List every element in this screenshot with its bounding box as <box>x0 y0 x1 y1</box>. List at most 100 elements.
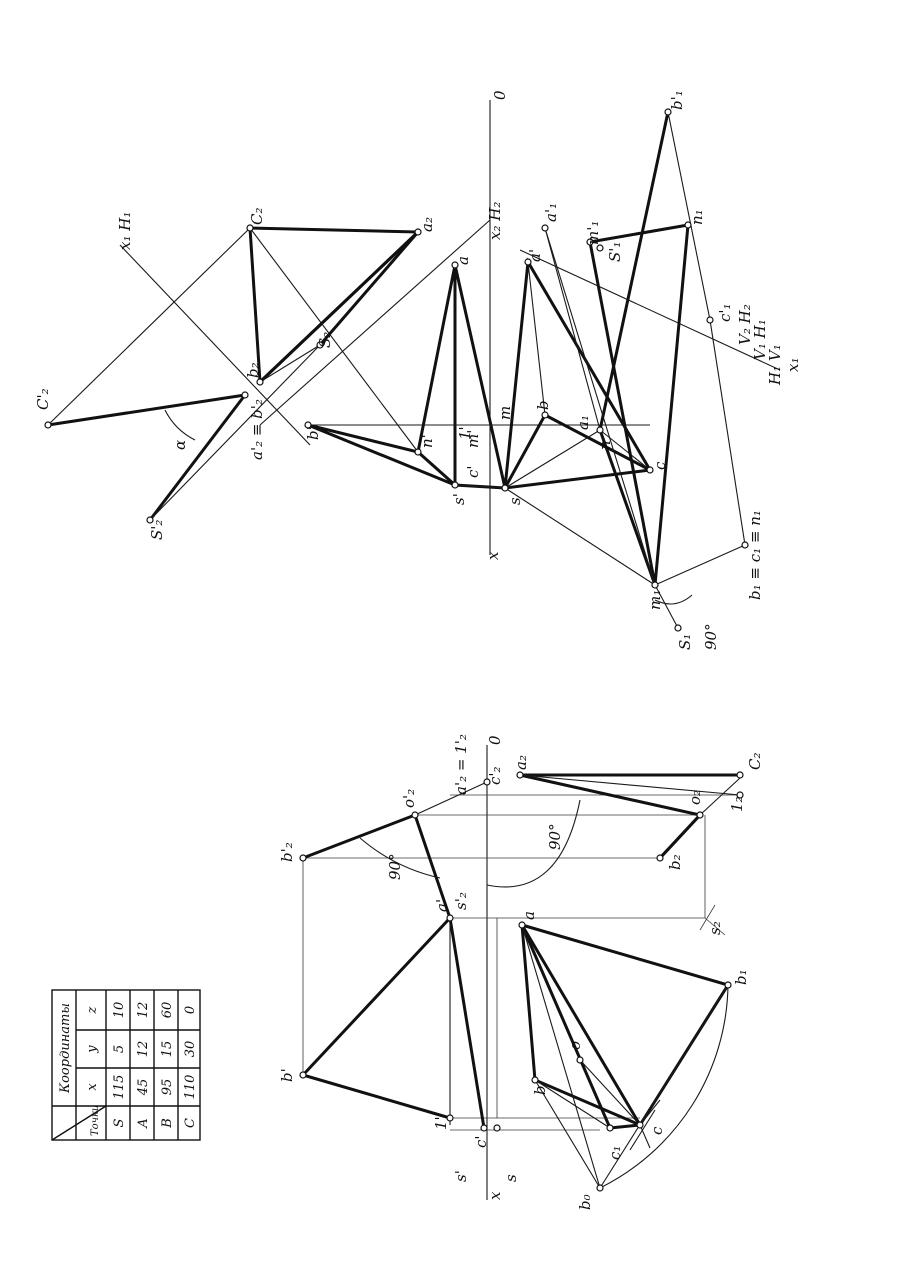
edge-line <box>534 1079 601 1189</box>
label-m: m <box>496 406 514 420</box>
label-b1-prime: b'₁ <box>668 90 686 110</box>
label-axis-x: x <box>486 1191 504 1200</box>
label-axis-x: x <box>484 551 502 560</box>
label-m1-prime: m'₁ <box>584 221 602 245</box>
edge-line <box>504 487 656 586</box>
label-c: c <box>651 461 669 470</box>
angle-arc <box>486 799 581 888</box>
point-marker <box>518 921 526 929</box>
label-b2-prime: b'₂ <box>278 842 296 862</box>
right-construction: 0 x C'₂ S'₂ a'₂ ≡ b'₂ α b' n' m' c' s' 1… <box>34 90 802 650</box>
point-marker <box>586 238 594 246</box>
label-b0: b₀ <box>576 1194 594 1210</box>
edge-line <box>599 984 729 1189</box>
edge-line <box>520 923 731 1127</box>
point-marker <box>414 448 422 456</box>
coordinates-table: Координаты Точки x y z S 115 5 10 A 45 1… <box>51 989 201 1141</box>
table-header-y: y <box>85 1045 100 1054</box>
rotation-arc <box>599 984 729 1189</box>
table-col-point: Точки <box>90 1105 101 1136</box>
label-angle-90: 90° <box>546 823 564 850</box>
point-marker <box>724 981 732 989</box>
edge-line <box>47 227 251 426</box>
edge-line <box>504 429 601 489</box>
edge-line <box>654 584 679 629</box>
angle-arc <box>359 837 441 879</box>
label-x2-h2: x₂ H₂ <box>486 202 504 240</box>
point-marker <box>596 244 604 252</box>
edge-line <box>699 777 741 816</box>
table-cell: 5 <box>112 1045 127 1053</box>
edge-line <box>629 1109 656 1151</box>
point-marker <box>414 228 422 236</box>
label-b: b <box>534 400 552 410</box>
label-s2-prime: S'₂ <box>148 520 166 540</box>
label-a2b2-eq: a'₂ ≡ b'₂ <box>248 399 266 460</box>
point-marker <box>451 261 459 269</box>
label-b-prime: b' <box>278 1068 296 1082</box>
label-alpha: α <box>171 440 189 450</box>
edge-line <box>544 227 656 586</box>
edge-line <box>709 319 746 546</box>
point-marker <box>316 341 324 349</box>
label-b1c1n1: b₁ ≡ c₁ ≡ n₁ <box>746 510 764 600</box>
label-s2: s₂ <box>706 921 724 935</box>
edge-line <box>588 240 657 587</box>
point-marker <box>524 258 532 266</box>
label-a: a <box>454 256 472 265</box>
label-c: c <box>648 1126 666 1135</box>
edge-line <box>579 1059 641 1126</box>
point-marker <box>241 391 249 399</box>
point-marker <box>541 224 549 232</box>
point-marker <box>446 914 454 922</box>
table-row-point: B <box>160 1118 175 1129</box>
point-marker <box>664 108 672 116</box>
table-header-x: x <box>85 1083 100 1091</box>
edge-line <box>301 1073 452 1120</box>
table-cell: 45 <box>136 1079 151 1097</box>
edge-line <box>658 813 702 860</box>
edge-line <box>503 413 547 490</box>
point-marker <box>674 624 682 632</box>
point-marker <box>446 1114 454 1122</box>
aux-axis-line <box>259 219 491 426</box>
label-o2-prime: o'₂ <box>400 789 418 808</box>
table-title: Координаты <box>58 1003 73 1094</box>
label-b2: b₂ <box>666 854 684 870</box>
label-b1: b₁ <box>732 969 750 985</box>
edge-line <box>544 227 601 431</box>
label-s1-prime: S'₁ <box>606 242 624 262</box>
label-n-prime: n' <box>418 434 436 448</box>
label-s1: S₁ <box>676 634 694 650</box>
point-marker <box>299 1071 307 1079</box>
point-marker <box>541 411 549 419</box>
edge-line <box>608 1123 642 1130</box>
edge-line <box>306 423 457 487</box>
label-n: n <box>596 440 614 450</box>
label-s2-prime: s'₂ <box>452 892 470 910</box>
label-a2: a₂ <box>418 217 436 232</box>
table-cell: 95 <box>160 1079 175 1096</box>
label-c2: C₂ <box>248 208 266 226</box>
label-origin: 0 <box>486 735 504 745</box>
table-cell: 60 <box>160 1002 175 1019</box>
point-marker <box>696 811 704 819</box>
point-marker <box>706 316 714 324</box>
point-marker <box>501 484 509 492</box>
point-marker <box>646 466 654 474</box>
table-cell: 10 <box>112 1002 127 1019</box>
point-marker <box>483 778 491 786</box>
label-angle-90: 90° <box>386 853 404 880</box>
label-s: s <box>506 497 524 505</box>
label-m-prime: m' <box>464 430 482 448</box>
label-c2-prime: C'₂ <box>34 388 52 410</box>
edge-line <box>503 257 653 490</box>
point-marker <box>304 421 312 429</box>
label-a1-prime: a'₁ <box>542 203 560 222</box>
label-v1-h1: V₁ H₁ <box>751 319 769 360</box>
point-marker <box>736 771 744 779</box>
edge-line <box>667 111 711 321</box>
label-c-prime: c' <box>472 1135 490 1148</box>
edge-line <box>413 813 452 920</box>
